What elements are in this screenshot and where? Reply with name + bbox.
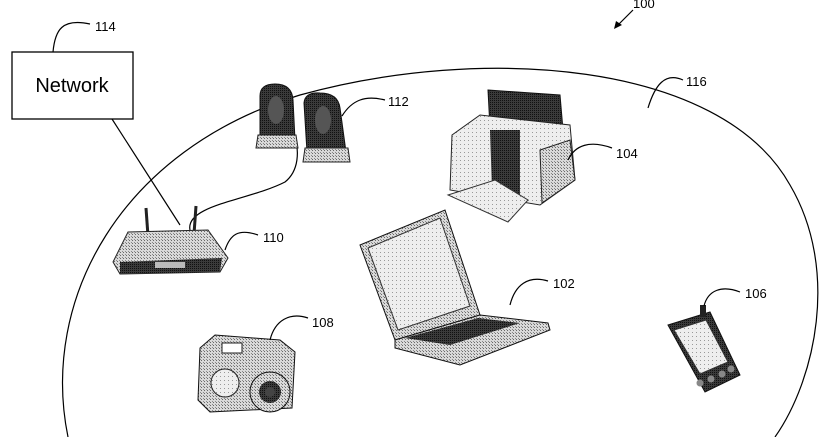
speakers-reference-label: 112 <box>388 94 409 109</box>
router-speaker-cable <box>189 139 298 231</box>
boundary-reference-label: 116 <box>686 74 707 89</box>
camera-leader-line <box>269 315 309 341</box>
speakers-leader-line <box>341 97 386 117</box>
network-leader-line <box>52 21 91 53</box>
router-reference-label: 110 <box>263 230 284 245</box>
camera-device <box>197 334 296 413</box>
laptop-leader-line <box>509 278 549 306</box>
printer-reference-label: 104 <box>616 146 638 161</box>
figure-reference-arrow <box>614 9 634 29</box>
speakers-device <box>255 83 351 163</box>
boundary-leader-line <box>647 77 684 109</box>
pda-reference-label: 106 <box>745 286 767 301</box>
network-boundary-ellipse <box>61 67 819 437</box>
network-box <box>11 51 134 120</box>
router-device <box>112 205 229 275</box>
router-leader-line <box>224 231 259 251</box>
figure-reference-label: 100 <box>633 0 655 11</box>
laptop-device <box>359 209 551 366</box>
camera-reference-label: 108 <box>312 315 334 330</box>
pda-device <box>667 305 741 393</box>
printer-leader-line <box>567 143 613 161</box>
network-reference-label: 114 <box>95 19 116 34</box>
laptop-reference-label: 102 <box>553 276 575 291</box>
printer-device <box>446 89 576 223</box>
network-label: Network <box>35 75 109 97</box>
pda-leader-line <box>703 288 741 307</box>
network-router-cable <box>111 118 181 226</box>
